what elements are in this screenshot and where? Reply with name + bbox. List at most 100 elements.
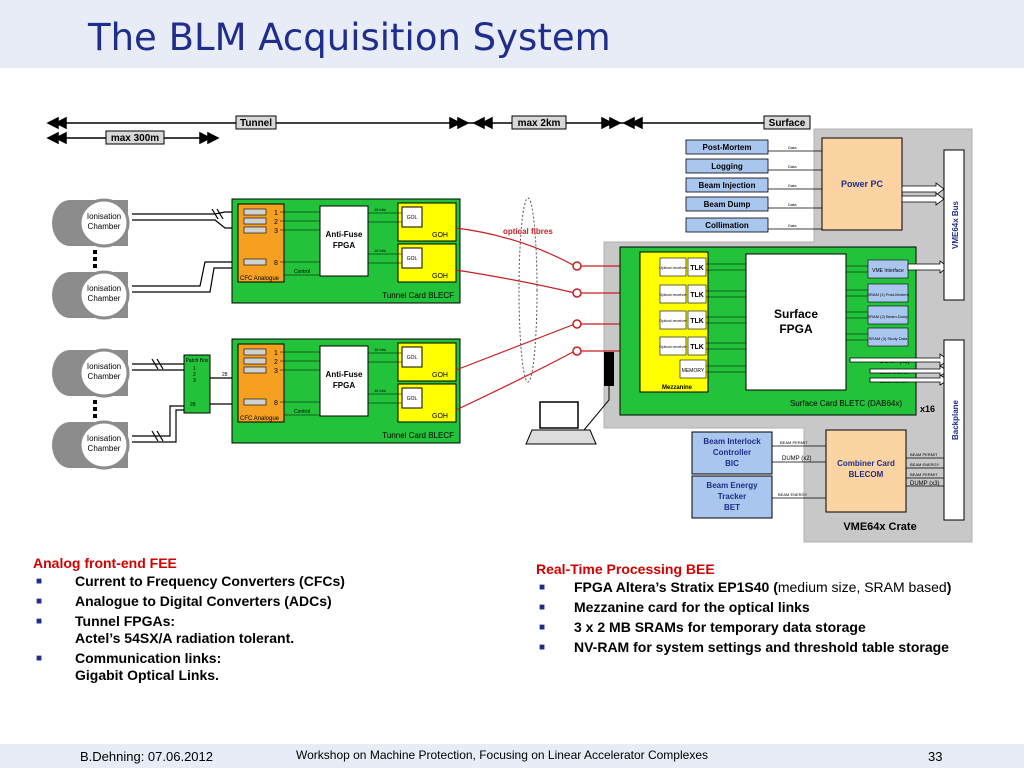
- beam-dump-label: Beam Dump: [704, 200, 751, 209]
- ionisation-chamber-1: Ionisation Chamber: [52, 198, 130, 248]
- ionisation-chamber-4: Ionisation Chamber: [52, 420, 130, 470]
- power-pc-card: [821, 137, 903, 231]
- goh-label: GOH: [432, 273, 448, 280]
- bits-label: 16 bits: [374, 207, 386, 212]
- chamber-cables-bottom: [132, 358, 232, 443]
- ellipsis-dots: [93, 250, 97, 418]
- patch-box-n2: 2: [193, 372, 196, 378]
- sram2-label: SRAM (2) Beam-Dump: [867, 314, 909, 319]
- vme64x-bus: [943, 149, 965, 301]
- vme-interface-label: VME Interface: [872, 268, 904, 274]
- bic-label: BIC: [725, 459, 739, 468]
- surface-fpga-label: FPGA: [779, 322, 813, 336]
- surface-label: Surface: [769, 118, 806, 129]
- tlk-label: TLK: [690, 292, 704, 299]
- memory-label: MEMORY: [682, 368, 705, 374]
- page-number: 33: [928, 749, 943, 764]
- channel-label: 8: [274, 400, 278, 407]
- mezzanine-label: Mezzanine: [662, 385, 693, 391]
- bic-box: [691, 431, 773, 475]
- beam-permit-label: BEAM PERMIT: [910, 452, 938, 457]
- power-pc-bus-arrows: [901, 182, 945, 206]
- goh-label: GOH: [432, 372, 448, 379]
- bullet-icon: ■: [36, 596, 43, 607]
- service-data-links: [768, 150, 822, 230]
- footer-event: Workshop on Machine Protection, Focusing…: [296, 748, 708, 762]
- patch-box-n1: 1: [193, 366, 196, 372]
- bullet-icon: ■: [36, 653, 43, 664]
- optical-receiver-label: Optical receiver: [659, 318, 687, 323]
- bic-label: Controller: [713, 448, 751, 457]
- post-mortem-label: Post-Mortem: [703, 143, 752, 152]
- patch-box: [183, 354, 211, 414]
- data-label: Data: [788, 145, 797, 150]
- gol-label: GOL: [407, 215, 418, 221]
- channel-label: 3: [274, 368, 278, 375]
- bet-box: [691, 475, 773, 519]
- data-label: Data: [788, 164, 797, 169]
- goh-label: GOH: [432, 232, 448, 239]
- patch-box-label: Patch Box: [186, 358, 209, 364]
- logging-label: Logging: [711, 162, 743, 171]
- combiner-label: Combiner Card: [837, 459, 895, 468]
- footer: B.Dehning: 07.06.2012 Workshop on Machin…: [0, 744, 1024, 768]
- chamber-cables-top: [132, 208, 232, 293]
- channel-label: 2: [274, 359, 278, 366]
- patch-box-n28: 28: [190, 402, 196, 408]
- surface-card-label: Surface Card BLETC (DAB64x): [790, 399, 902, 408]
- bits-label: 16 bits: [374, 388, 386, 393]
- bullet-icon: ■: [539, 622, 546, 633]
- bullet-item: ■Analogue to Digital Converters (ADCs): [36, 593, 332, 609]
- sram1-label: SRAM (1) Post-Mortem: [867, 292, 909, 297]
- bullet-item: ■FPGA Altera’s Stratix EP1S40 (medium si…: [539, 579, 952, 595]
- channel-label: 3: [274, 228, 278, 235]
- chamber-label: Ionisation: [87, 434, 121, 443]
- control-label: Control: [294, 409, 310, 415]
- fibre-bundle-outline: [518, 197, 538, 383]
- sram3-label: SRAM (3) Study Data: [869, 336, 908, 341]
- bits-label: 16 bits: [374, 347, 386, 352]
- tunnel-card-label: Tunnel Card BLECF: [382, 431, 454, 440]
- analog-frontend-section: Analog front-end FEE ■Current to Frequen…: [33, 555, 493, 687]
- tunnel-card-label: Tunnel Card BLECF: [382, 291, 454, 300]
- tunnel-card-1: 1 2 3 8 CFC Analogue Control Anti-Fuse F…: [231, 198, 461, 304]
- service-boxes: [685, 139, 769, 233]
- fpga-label: FPGA: [333, 381, 355, 390]
- beam-energy-label: BEAM ENERGY: [910, 462, 940, 467]
- chamber-label: Ionisation: [87, 362, 121, 371]
- bullet-item: ■NV-RAM for system settings and threshol…: [539, 639, 949, 655]
- gol-label: GOL: [407, 256, 418, 262]
- power-pc-label: Power PC: [841, 179, 884, 189]
- optical-receiver-label: Optical receiver: [659, 292, 687, 297]
- channel-label: 2: [274, 219, 278, 226]
- section-heading: Analog front-end FEE: [33, 555, 177, 571]
- max2km-label-box: [511, 115, 567, 130]
- distance-arrows: [46, 116, 810, 145]
- chamber-label: Chamber: [88, 372, 121, 381]
- bet-label: BET: [724, 503, 740, 512]
- anti-fuse-label: Anti-Fuse: [326, 370, 363, 379]
- channel-label: 1: [274, 210, 278, 217]
- anti-fuse-label: Anti-Fuse: [326, 230, 363, 239]
- cfc-analogue-label: CFC Analogue: [240, 276, 280, 282]
- beam-permit-label: BEAM PERMIT: [910, 472, 938, 477]
- dump-x2-label: DUMP (x2): [782, 456, 812, 462]
- control-label: Control: [294, 269, 310, 275]
- fibre-connectors: [572, 261, 582, 356]
- chamber-label: Ionisation: [87, 284, 121, 293]
- x16-label: x16: [920, 404, 935, 414]
- beam-permit-label: BEAM PERMIT: [780, 440, 808, 445]
- gol-label: GOL: [407, 355, 418, 361]
- bullet-item: ■Communication links:Gigabit Optical Lin…: [36, 650, 222, 683]
- patch-box-n3: 3: [193, 378, 196, 384]
- bullet-item: ■Tunnel FPGAs:Actel’s 54SX/A radiation t…: [36, 613, 295, 646]
- goh-label: GOH: [432, 413, 448, 420]
- gol-label: GOL: [407, 396, 418, 402]
- collimation-label: Collimation: [705, 221, 749, 230]
- surface-label-box: [763, 115, 811, 130]
- data-label: Data: [788, 202, 797, 207]
- combiner-card: [825, 429, 907, 513]
- vme64x-bus-label: VME64x Bus: [951, 200, 960, 249]
- bic-bet-links: [772, 445, 826, 499]
- bet-label: Tracker: [718, 492, 746, 501]
